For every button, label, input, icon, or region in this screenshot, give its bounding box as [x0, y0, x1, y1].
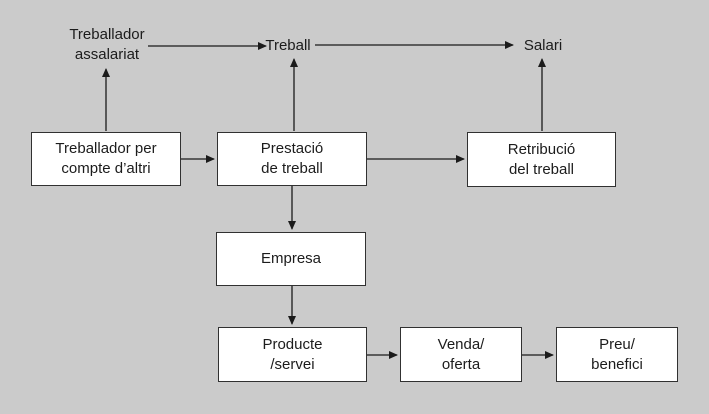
label-treballador-assalariat-text: Treballador assalariat — [69, 26, 145, 63]
node-empresa: Empresa — [216, 232, 366, 286]
node-producte-servei: Producte /servei — [218, 327, 367, 382]
label-salari-text: Salari — [523, 37, 563, 54]
node-prestacio-de-treball: Prestació de treball — [217, 132, 367, 186]
label-treballador-assalariat: Treballador assalariat — [40, 25, 174, 65]
node-empresa-label: Empresa — [260, 250, 322, 267]
node-producte-servei-label: Producte /servei — [262, 335, 323, 373]
label-treball: Treball — [257, 36, 319, 56]
node-preu-benefici: Preu/ benefici — [556, 327, 678, 382]
label-salari: Salari — [512, 36, 574, 56]
node-venda-oferta-label: Venda/ oferta — [437, 335, 485, 373]
node-venda-oferta: Venda/ oferta — [400, 327, 522, 382]
node-treballador-per-compte-daltri: Treballador per compte d’altri — [31, 132, 181, 186]
label-treball-text: Treball — [265, 37, 311, 54]
node-treballador-per-compte-daltri-label: Treballador per compte d’altri — [55, 140, 157, 177]
node-retribucio-del-treball: Retribució del treball — [467, 132, 616, 187]
node-preu-benefici-label: Preu/ benefici — [591, 335, 643, 373]
node-retribucio-del-treball-label: Retribució del treball — [507, 140, 576, 178]
node-prestacio-de-treball-label: Prestació de treball — [260, 140, 324, 177]
